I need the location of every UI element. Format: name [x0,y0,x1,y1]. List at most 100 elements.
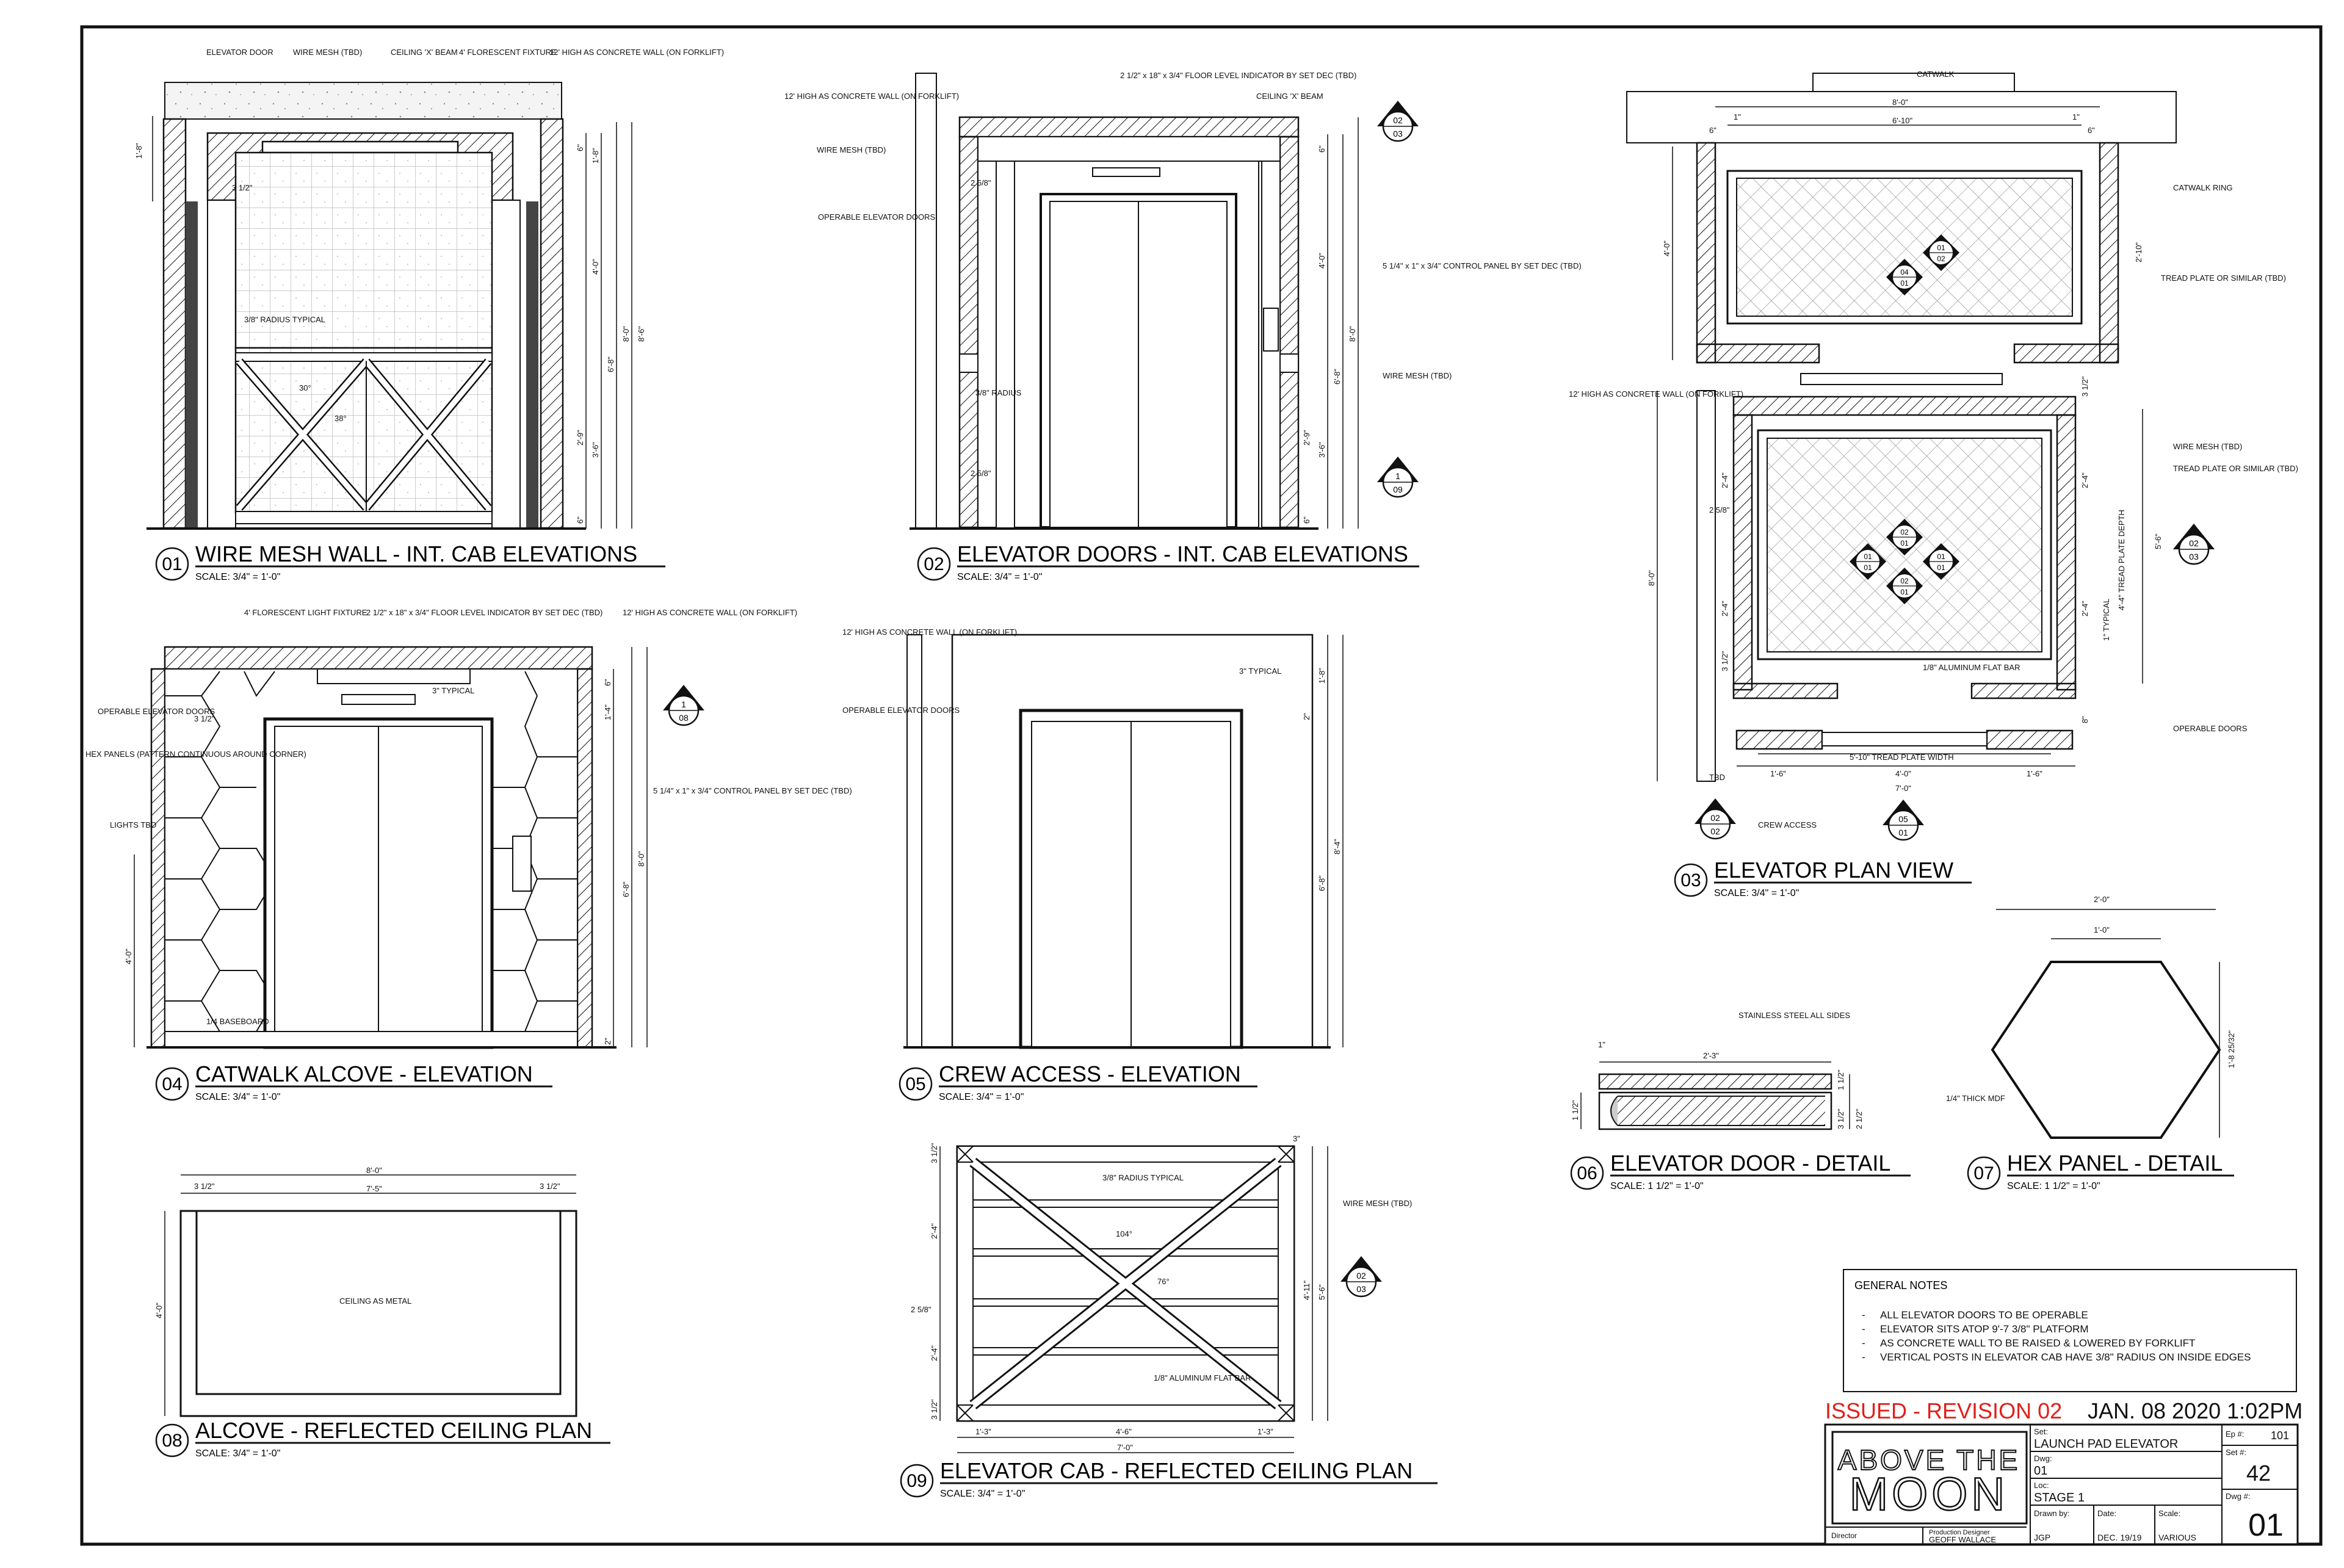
loc-label: Loc: [2034,1481,2049,1490]
d05-typical-label: 3" TYPICAL [1239,667,1281,676]
d07-dim-top: 2'-0" [2094,895,2110,904]
drawing-scale: SCALE: 3/4" = 1'-0" [1714,888,1799,898]
logo-line1: ABOVE THE [1838,1444,2020,1476]
drawing-title: HEX PANEL - DETAIL [2007,1151,2223,1176]
plan-callout-top: 01 [1864,552,1872,561]
d04-doors-label: OPERABLE ELEVATOR DOORS [98,707,215,716]
plan-callout-top: 02 [1900,528,1909,537]
d02-dim-r3: 3'-6" [1317,442,1326,458]
d02-concrete-label: 12' HIGH AS CONCRETE WALL (ON FORKLIFT) [784,92,959,101]
d03-tread-width: 5'-10" TREAD PLATE WIDTH [1850,753,1954,762]
d03-dim-t1: 6'-10" [1892,116,1913,125]
dwgnum-label: Dwg #: [2226,1492,2250,1501]
d01-dim-r0: 6" [576,144,585,151]
drawing-scale: SCALE: 3/4" = 1'-0" [195,1448,280,1459]
d01-dim-r7: 8'-0" [621,326,631,342]
section-callout-bottom: 01 [1898,828,1908,837]
d09-dim-r1: 5'-6" [1317,1284,1326,1300]
drawn-label: Drawn by: [2034,1509,2070,1518]
svg-text:-: - [1862,1309,1865,1321]
d03-wire-mesh-label: WIRE MESH (TBD) [2173,442,2242,451]
d01-elevator-door-label: ELEVATOR DOOR [206,48,273,57]
d04-concrete-label: 12' HIGH AS CONCRETE WALL (ON FORKLIFT) [623,608,797,617]
d03-dim-t2: 1" [1734,112,1741,121]
d02-dim-258-top: 2 5/8" [971,178,991,187]
d09-angle-76: 76° [1157,1277,1170,1286]
d05-dim-r2: 8'-4" [1333,839,1342,854]
drawing-number: 04 [162,1074,182,1094]
d09-dim-b0: 1'-3" [975,1427,991,1436]
drawing-number-circle [1570,1156,1604,1190]
drawing-title: ALCOVE - REFLECTED CEILING PLAN [195,1418,592,1443]
dwgnum-value: 01 [2248,1508,2284,1543]
d02-dim-r5: 6" [1302,516,1311,524]
plan-callout-bottom: 02 [1937,255,1945,263]
d03-dim-l3: 2'-4" [1720,601,1729,616]
d04-fixture-label: 4' FLORESCENT LIGHT FIXTURE [244,608,367,617]
d01-wire-mesh-label: WIRE MESH (TBD) [293,48,362,57]
loc-value: STAGE 1 [2034,1491,2085,1505]
drawing-number-circle [917,547,951,581]
d04-dim-r0: 6" [603,679,612,686]
d07-mdf-label: 1/4" THICK MDF [1946,1094,2005,1103]
d04-lights-label: LIGHTS TBD [110,820,156,829]
d01-radius-label: 3/8" RADIUS TYPICAL [244,315,325,324]
general-note-4: VERTICAL POSTS IN ELEVATOR CAB HAVE 3/8"… [1880,1351,2251,1363]
d04-dim-3-5: 3 1/2" [194,714,215,723]
drawing-05: 12' HIGH AS CONCRETE WALL (ON FORKLIFT) … [842,627,1344,1049]
general-note-3: AS CONCRETE WALL TO BE RAISED & LOWERED … [1880,1337,2195,1349]
d07-dim-inner: 1'-0" [2094,925,2110,934]
d04-dim-r2: 8'-0" [637,851,646,867]
drawing-title: ELEVATOR PLAN VIEW [1714,858,1953,883]
d06-dim-r2: 2 1/2" [1854,1108,1864,1129]
d03-dim-r3: 2'-4" [2080,601,2089,616]
d01-dim-r6: 6" [576,516,585,524]
section-callout-top: 02 [1710,813,1720,823]
drawing-scale: SCALE: 3/4" = 1'-0" [195,1092,280,1102]
plan-callout-bottom: 01 [1900,539,1909,547]
d09-dim-258: 2 5/8" [911,1305,931,1314]
d03-dim-l1: 8'-0" [1647,570,1656,586]
d03-dim-b1: 4'-0" [1895,769,1911,778]
d01-dim-3-5: 3 1/2" [232,183,253,192]
d03-dim-r2: 2'-4" [2080,472,2089,488]
section-callout-top: 02 [1356,1271,1366,1281]
d02-ceiling-beam-label: CEILING 'X' BEAM [1256,92,1323,101]
d04-typical-label: 3" TYPICAL [432,686,474,695]
d03-dim-t5: 6" [2088,126,2095,135]
svg-text:-: - [1862,1337,1865,1349]
drawing-number-circle [155,1067,189,1101]
svg-text:-: - [1862,1351,1865,1363]
d05-dim-r3: 2" [1302,713,1311,720]
designer-label: Production Designer [1929,1529,1990,1536]
d09-dim-b2: 1'-3" [1257,1427,1273,1436]
d09-dim-b1: 4'-6" [1116,1427,1132,1436]
drawing-number-circle [899,1067,933,1101]
d09-alum-label: 1/8" ALUMINUM FLAT BAR [1154,1373,1251,1382]
d04-control-label: 5 1/4" x 1" x 3/4" CONTROL PANEL BY SET … [653,786,852,795]
d02-dim-258-bot: 2 5/8" [971,469,991,478]
drawing-number: 09 [906,1471,927,1491]
drawing-scale: SCALE: 3/4" = 1'-0" [940,1489,1025,1499]
drawing-number: 08 [162,1431,182,1451]
section-callout-top: 1 [681,699,686,709]
d03-dim-r0: 2'-10" [2134,242,2143,262]
drawing-number-circle [1967,1156,2001,1190]
ep-label: Ep #: [2226,1429,2244,1439]
drawing-number: 02 [924,554,944,574]
drawing-07: 2'-0" 1'-0" 1/4" THICK MDF 1'-8 25/32" [1946,895,2236,1139]
d04-indicator-label: 2 1/2" x 18" x 3/4" FLOOR LEVEL INDICATO… [366,608,602,617]
d03-dim-l5: 3 1/2" [1720,651,1729,671]
d01-dim-r3: 6'-8" [606,356,615,372]
d06-dim-r0: 1 1/2" [1836,1069,1845,1090]
drawing-scale: SCALE: 1 1/2" = 1'-0" [1610,1181,1704,1191]
d06-dim-top: 2'-3" [1703,1051,1719,1060]
drawing-scale: SCALE: 1 1/2" = 1'-0" [2007,1181,2100,1191]
ep-value: 101 [2271,1429,2289,1442]
section-callout-bottom: 03 [1393,129,1403,139]
d03-tread-mid-label: TREAD PLATE OR SIMILAR (TBD) [2173,464,2298,473]
set-value: LAUNCH PAD ELEVATOR [2034,1437,2178,1451]
plan-callout-bottom: 01 [1900,588,1909,596]
d06-dim-r1: 3 1/2" [1836,1108,1845,1129]
